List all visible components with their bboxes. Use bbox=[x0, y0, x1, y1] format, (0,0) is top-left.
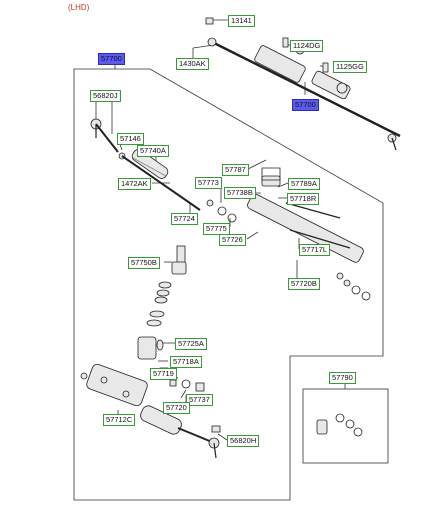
callout-1472AK[interactable]: 1472AK bbox=[118, 178, 151, 190]
callout-57738B[interactable]: 57738B bbox=[224, 187, 256, 199]
callout-57790[interactable]: 57790 bbox=[329, 372, 356, 384]
callout-57720B[interactable]: 57720B bbox=[288, 278, 320, 290]
callout-57700-group[interactable]: 57700 bbox=[98, 53, 125, 65]
variant-label: (LHD) bbox=[68, 3, 90, 12]
callout-57700-assembly[interactable]: 57700 bbox=[292, 99, 319, 111]
rack-housing bbox=[206, 167, 371, 301]
pinion-valve bbox=[137, 245, 187, 360]
callout-57787[interactable]: 57787 bbox=[222, 164, 249, 176]
callout-57726[interactable]: 57726 bbox=[219, 234, 246, 246]
subgroup-frame bbox=[302, 388, 389, 464]
group-frame bbox=[73, 68, 384, 501]
callout-56820H[interactable]: 56820H bbox=[227, 435, 260, 447]
callout-57718A[interactable]: 57718A bbox=[170, 356, 202, 368]
repair-kit bbox=[316, 413, 363, 437]
callout-57146[interactable]: 57146 bbox=[117, 133, 144, 145]
callout-57717L[interactable]: 57717L bbox=[299, 244, 331, 256]
callout-57720[interactable]: 57720 bbox=[163, 402, 190, 414]
callout-1430AK[interactable]: 1430AK bbox=[176, 58, 209, 70]
callout-57712C[interactable]: 57712C bbox=[103, 414, 136, 426]
callout-57725A[interactable]: 57725A bbox=[175, 338, 207, 350]
callout-57718R[interactable]: 57718R bbox=[287, 193, 320, 205]
callout-56820J[interactable]: 56820J bbox=[90, 90, 121, 102]
callout-57719[interactable]: 57719 bbox=[150, 368, 177, 380]
tie-rod-left bbox=[90, 118, 201, 211]
callout-57724[interactable]: 57724 bbox=[171, 213, 198, 225]
rack-assembly-top bbox=[205, 17, 401, 151]
callout-1124DG[interactable]: 1124DG bbox=[290, 40, 324, 52]
callout-13141[interactable]: 13141 bbox=[228, 15, 255, 27]
callout-57750B[interactable]: 57750B bbox=[128, 257, 160, 269]
callout-57773[interactable]: 57773 bbox=[195, 177, 222, 189]
callout-57737[interactable]: 57737 bbox=[186, 394, 213, 406]
callout-57789A[interactable]: 57789A bbox=[288, 178, 320, 190]
callout-57740A[interactable]: 57740A bbox=[137, 145, 169, 157]
callout-1125GG[interactable]: 1125GG bbox=[333, 61, 367, 73]
callout-57775[interactable]: 57775 bbox=[203, 223, 230, 235]
